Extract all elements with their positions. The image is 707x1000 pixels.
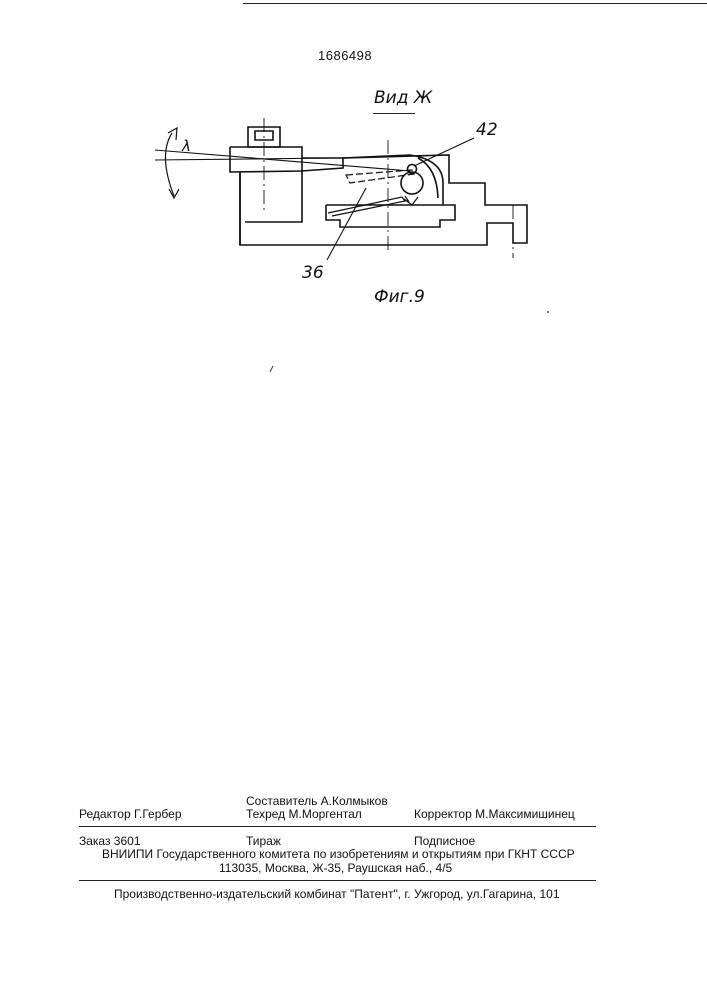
imprint-address: 113035, Москва, Ж-35, Раушская наб., 4/5 (219, 861, 452, 875)
pivot-circle-large (401, 172, 423, 194)
imprint-circulation: Тираж (246, 834, 281, 848)
callout-42: 42 (476, 120, 498, 140)
stray-mark (270, 366, 273, 372)
imprint-printer: Производственно-издательский комбинат "П… (114, 887, 560, 901)
callout-36: 36 (302, 263, 324, 283)
imprint-corrector: Корректор М.Максимишинец (414, 807, 575, 821)
imprint-rule-bottom (79, 880, 596, 881)
imprint-editor: Редактор Г.Гербер (79, 807, 182, 821)
imprint-rule-top (79, 826, 596, 827)
imprint-order: Заказ 3601 (79, 834, 141, 848)
left-block (240, 171, 302, 245)
imprint-techred: Техред М.Моргентал (246, 807, 362, 821)
bracket (326, 205, 455, 227)
imprint-subscription: Подписное (414, 834, 475, 848)
angle-line-2 (155, 158, 335, 160)
imprint-institute: ВНИИПИ Государственного комитета по изоб… (102, 847, 575, 861)
curved-housing (343, 155, 443, 205)
view-label-underline (373, 113, 415, 114)
angle-label: λ (182, 137, 191, 155)
pivot-hooks (404, 196, 418, 205)
angle-line-1 (155, 150, 410, 171)
figure-label: Фиг.9 (374, 287, 425, 307)
leader-36 (327, 188, 366, 260)
angle-arc (165, 133, 174, 196)
imprint-composer: Составитель А.Колмыков (246, 794, 388, 808)
lever-lower (328, 197, 405, 216)
leader-42 (414, 138, 474, 166)
stray-dot (547, 311, 549, 313)
view-label: Вид Ж (374, 88, 432, 108)
angle-arrow-bottom (169, 189, 179, 198)
